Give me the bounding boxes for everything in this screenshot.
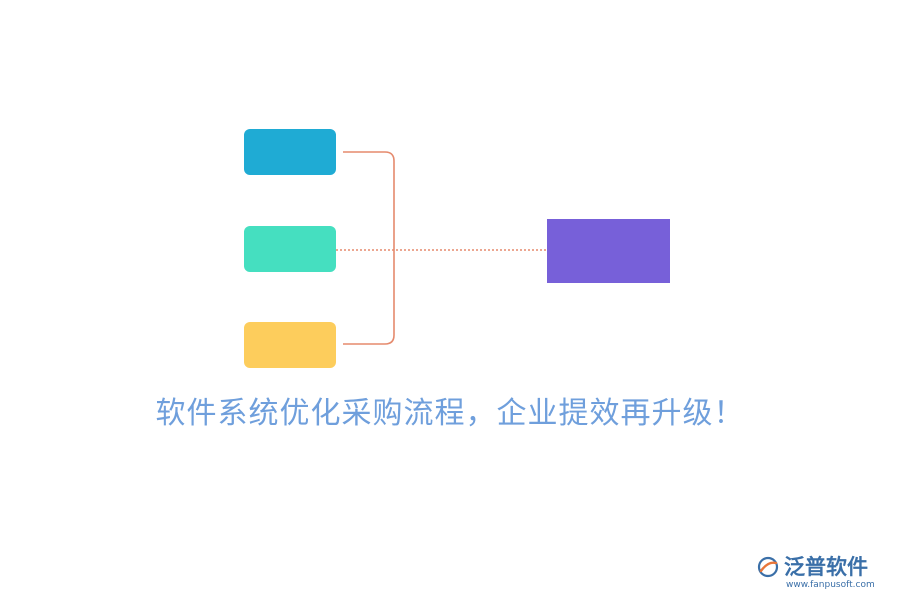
brand-url: www.fanpusoft.com (786, 580, 875, 590)
source-node-blue (244, 129, 336, 175)
target-node-purple (547, 219, 670, 283)
brand-name: 泛普软件 (784, 555, 868, 579)
brand-watermark: 泛普软件 www.fanpusoft.com (756, 553, 886, 595)
bracket-line (343, 151, 395, 345)
caption-title: 软件系统优化采购流程，企业提效再升级！ (155, 396, 745, 431)
source-node-yellow (244, 322, 336, 368)
source-node-teal (244, 226, 336, 272)
brand-logo-icon (757, 556, 779, 578)
